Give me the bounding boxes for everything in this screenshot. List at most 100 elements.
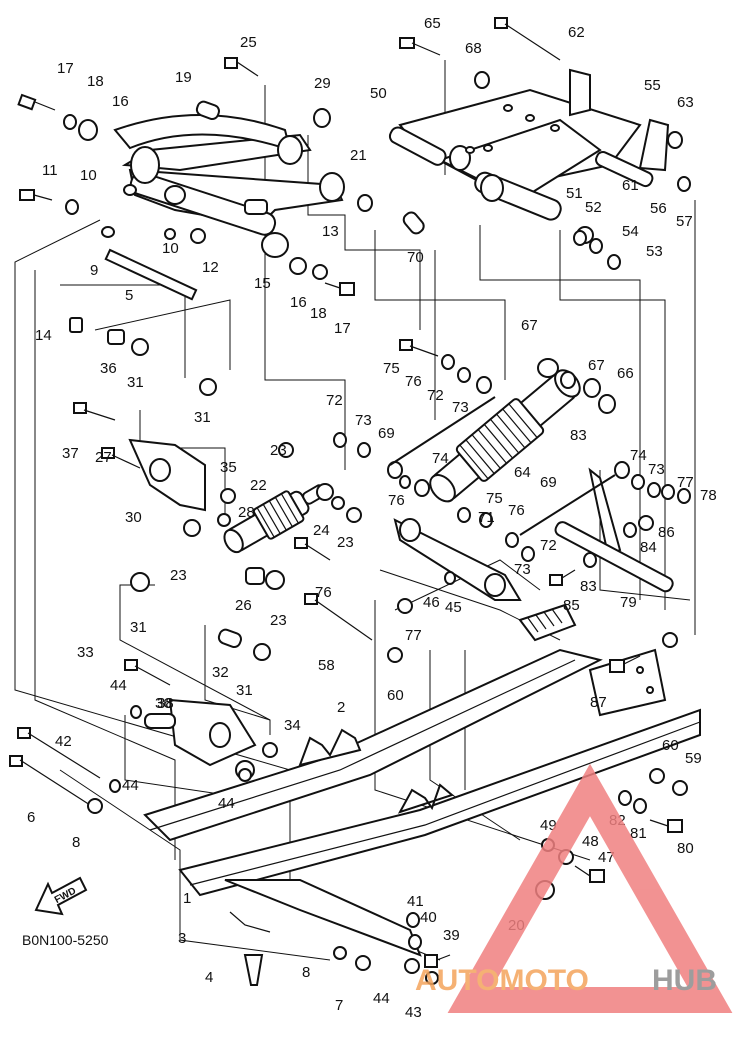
callout: 23 <box>170 567 187 584</box>
callout: 40 <box>420 909 437 926</box>
callout: 73 <box>648 461 665 478</box>
reference-code: B0N100-5250 <box>22 932 109 948</box>
callout: 87 <box>590 694 607 711</box>
callout: 31 <box>130 619 147 636</box>
callout: 47 <box>598 849 615 866</box>
callout: 84 <box>640 539 657 556</box>
callout: 61 <box>622 177 639 194</box>
callout: 70 <box>407 249 424 266</box>
callout: 65 <box>424 15 441 32</box>
callout: 31 <box>236 682 253 699</box>
callout: 78 <box>700 487 717 504</box>
callout: 46 <box>423 594 440 611</box>
callout: 83 <box>580 578 597 595</box>
callout: 10 <box>80 167 97 184</box>
callout: 60 <box>662 737 679 754</box>
callout: 2 <box>337 699 345 716</box>
callout: 77 <box>405 627 422 644</box>
callout: 38 <box>157 695 174 712</box>
callout: 18 <box>310 305 327 322</box>
callout: 41 <box>407 893 424 910</box>
callout: 10 <box>162 240 179 257</box>
callout: 53 <box>646 243 663 260</box>
callout: 33 <box>77 644 94 661</box>
callout: 48 <box>582 833 599 850</box>
callout: 86 <box>658 524 675 541</box>
callout: 25 <box>240 34 257 51</box>
callout: 30 <box>125 509 142 526</box>
callout: 29 <box>314 75 331 92</box>
callout: 17 <box>57 60 74 77</box>
callout: 73 <box>355 412 372 429</box>
fasteners <box>9 17 691 986</box>
callout: 21 <box>350 147 367 164</box>
callout: 15 <box>254 275 271 292</box>
callout: 16 <box>290 294 307 311</box>
brackets <box>128 438 674 780</box>
callout: 27 <box>95 449 112 466</box>
callout: 51 <box>566 185 583 202</box>
callout: 31 <box>127 374 144 391</box>
callout: 8 <box>72 834 80 851</box>
slide-rail-upper <box>143 603 603 842</box>
callout: 74 <box>432 450 449 467</box>
callout: 59 <box>685 750 702 767</box>
callout: 44 <box>122 777 139 794</box>
callout: 39 <box>443 927 460 944</box>
front-arm-assembly <box>101 100 345 301</box>
callout: 67 <box>588 357 605 374</box>
callout: 32 <box>212 664 229 681</box>
watermark-brand-left: AUTOMOTO <box>415 964 589 997</box>
callout: 1 <box>183 890 191 907</box>
callout: 73 <box>514 561 531 578</box>
callout: 12 <box>202 259 219 276</box>
automotohub-watermark: AUTOMOTO HUB <box>415 763 733 1013</box>
callout: 34 <box>284 717 301 734</box>
callout: 52 <box>585 199 602 216</box>
callout: 36 <box>155 695 172 712</box>
callout: 28 <box>238 504 255 521</box>
callout: 5 <box>125 287 133 304</box>
callout: 44 <box>373 990 390 1007</box>
callout: 56 <box>650 200 667 217</box>
callout: 85 <box>563 597 580 614</box>
callout: 14 <box>35 327 52 344</box>
callout-labels: 1 2 3 4 5 6 7 8 8 9 10 10 11 12 13 14 15… <box>27 15 717 1021</box>
callout: 54 <box>622 223 639 240</box>
callout: 72 <box>326 392 343 409</box>
callout: 17 <box>334 320 351 337</box>
callout: 57 <box>676 213 693 230</box>
callout: 42 <box>55 733 72 750</box>
callout: 44 <box>218 795 235 812</box>
callout: 55 <box>644 77 661 94</box>
callout: 8 <box>302 964 310 981</box>
callout: 31 <box>194 409 211 426</box>
callout: 4 <box>205 969 213 986</box>
callout: 60 <box>387 687 404 704</box>
callout: 64 <box>514 464 531 481</box>
callout: 80 <box>677 840 694 857</box>
callout: 67 <box>521 317 538 334</box>
callout: 24 <box>313 522 330 539</box>
callout: 11 <box>42 162 58 179</box>
watermark-triangle <box>447 763 733 1013</box>
callout: 58 <box>318 657 335 674</box>
callout: 9 <box>90 262 98 279</box>
callout: 43 <box>405 1004 422 1021</box>
fwd-label: FWD <box>53 886 78 906</box>
callout: 23 <box>270 612 287 629</box>
callout: 74 <box>630 447 647 464</box>
callout: 62 <box>568 24 585 41</box>
callout: 7 <box>335 997 343 1014</box>
callout: 83 <box>570 427 587 444</box>
callout: 13 <box>322 223 339 240</box>
callout: 72 <box>540 537 557 554</box>
callout: 76 <box>508 502 525 519</box>
callout: 73 <box>452 399 469 416</box>
callout: 76 <box>388 492 405 509</box>
callout: 44 <box>110 677 127 694</box>
callout: 76 <box>315 584 332 601</box>
callout: 69 <box>378 425 395 442</box>
callout: 81 <box>630 825 647 842</box>
